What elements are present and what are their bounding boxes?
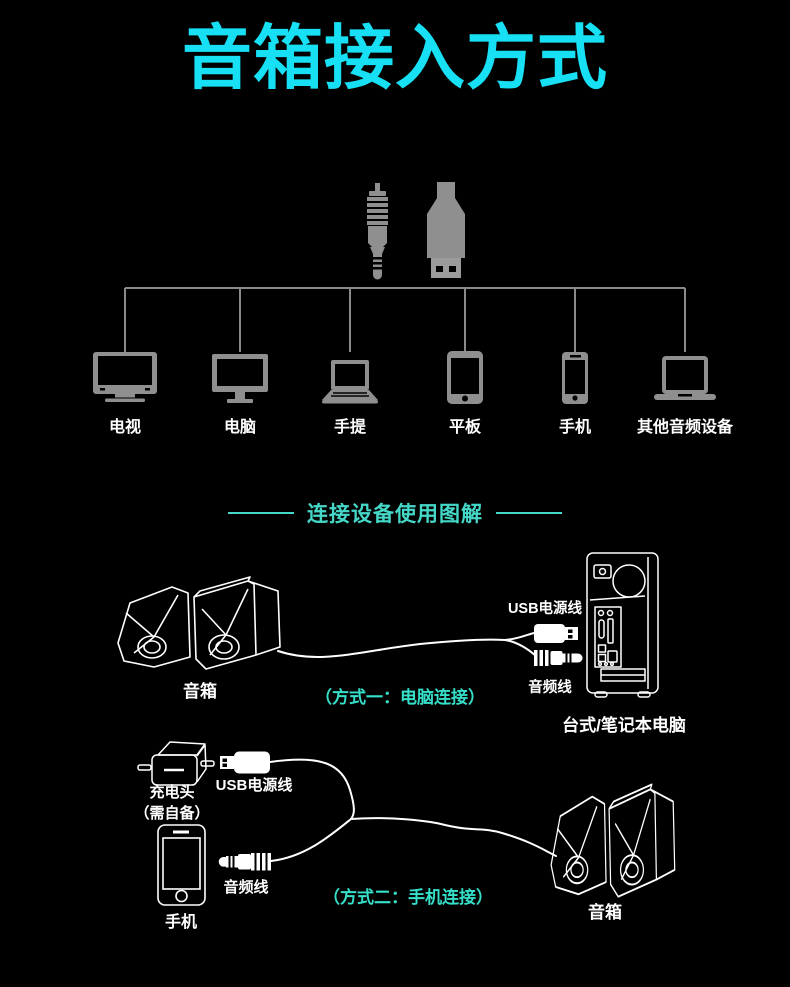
audio-jack-icon bbox=[367, 183, 388, 280]
method2-usb-cable-label: USB电源线 bbox=[215, 777, 293, 794]
audio-jack-2 bbox=[218, 853, 271, 871]
device-tablet: 平板 bbox=[405, 350, 525, 437]
usb-plug-1 bbox=[534, 624, 578, 643]
device-tv: 电视 bbox=[65, 350, 185, 437]
device-other-audio: 其他音频设备 bbox=[620, 350, 750, 437]
method2-charger-label: 充电头 bbox=[149, 784, 195, 801]
tv-icon bbox=[92, 350, 158, 404]
monitor-icon bbox=[211, 350, 269, 404]
device-laptop: 手提 bbox=[290, 350, 410, 437]
section-rule-right bbox=[496, 512, 562, 514]
usb-plug-2 bbox=[220, 751, 270, 774]
cable-1 bbox=[277, 632, 537, 658]
method2-phone-label: 手机 bbox=[164, 914, 197, 931]
other-audio-device-icon bbox=[653, 350, 717, 404]
smartphone-icon bbox=[561, 350, 589, 404]
tree-connector-lines bbox=[124, 287, 686, 352]
section-rule-left bbox=[228, 512, 294, 514]
phone-art bbox=[157, 824, 206, 906]
device-monitor: 电脑 bbox=[180, 350, 300, 437]
cable-2 bbox=[269, 758, 557, 862]
usb-plug-icon bbox=[427, 182, 465, 278]
method2-speaker-label: 音箱 bbox=[588, 903, 622, 922]
method2-diagram bbox=[137, 741, 676, 906]
section-title: 连接设备使用图解 bbox=[307, 503, 483, 526]
charger-art bbox=[137, 741, 215, 786]
device-label-tv: 电视 bbox=[108, 419, 141, 436]
device-label-other-audio: 其他音频设备 bbox=[636, 419, 733, 436]
speakers-art-1 bbox=[117, 576, 281, 670]
audio-jack-1 bbox=[534, 650, 583, 666]
method1-usb-cable-label: USB电源线 bbox=[507, 601, 583, 617]
method2-caption: （方式二：手机连接） bbox=[323, 888, 493, 907]
device-smartphone: 手机 bbox=[515, 350, 635, 437]
device-label-monitor: 电脑 bbox=[223, 419, 256, 436]
tablet-icon bbox=[446, 350, 484, 404]
method2-charger-note: （需自备） bbox=[134, 805, 210, 822]
section-header: 连接设备使用图解 bbox=[0, 498, 790, 528]
method1-speaker-label: 音箱 bbox=[183, 682, 217, 701]
method1-computer-label: 台式/笔记本电脑 bbox=[562, 716, 686, 735]
speakers-art-2 bbox=[550, 783, 676, 898]
device-label-laptop: 手提 bbox=[333, 419, 366, 436]
method2-audio-cable-label: 音频线 bbox=[223, 879, 269, 896]
method1-audio-cable-label: 音频线 bbox=[528, 680, 572, 696]
method1-diagram bbox=[117, 552, 659, 698]
device-label-smartphone: 手机 bbox=[558, 419, 591, 436]
method1-caption: （方式一：电脑连接） bbox=[315, 688, 485, 707]
device-label-tablet: 平板 bbox=[448, 419, 481, 436]
laptop-icon bbox=[321, 350, 379, 404]
pc-tower-art bbox=[586, 552, 659, 698]
page-title: 音箱接入方式 bbox=[182, 19, 608, 97]
